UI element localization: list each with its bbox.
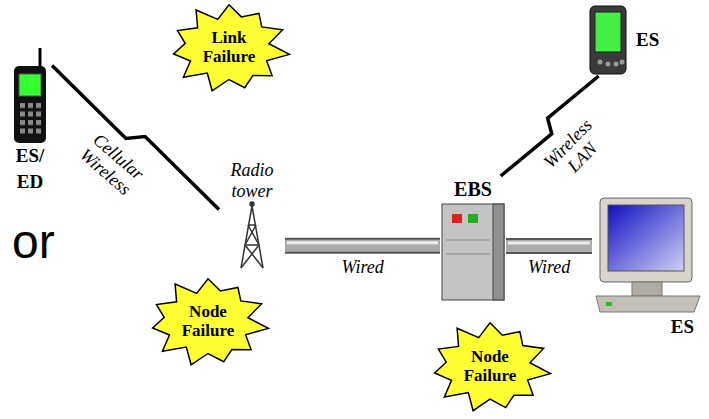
node-label: ES/ ED <box>8 143 52 194</box>
starburst-outline <box>435 323 551 411</box>
link-label: Wireless LAN <box>535 110 616 191</box>
cable-highlight <box>287 241 438 244</box>
node-label: EBS <box>454 176 492 202</box>
computer-node: ES <box>592 196 704 340</box>
node-label: ES <box>671 314 704 340</box>
link-label: Wired <box>342 258 384 278</box>
icon-area <box>588 4 628 76</box>
icon-area <box>219 204 285 270</box>
pda-node: ES <box>588 4 659 76</box>
starburst-text: Link Failure <box>199 29 259 66</box>
cell-phone-icon <box>14 48 46 143</box>
failure-label: Node Failure <box>460 348 520 385</box>
starburst-outline <box>174 5 290 91</box>
failure-burst: Node Failure <box>428 320 552 414</box>
cable-body <box>506 240 592 252</box>
node-label: Radio tower <box>219 160 285 204</box>
failure-label: Link Failure <box>199 29 259 66</box>
failure-burst: Link Failure <box>167 2 291 94</box>
edge-group <box>52 66 599 247</box>
wireless-bolt <box>52 66 219 210</box>
phone-body <box>14 66 46 143</box>
pda-icon <box>590 6 626 74</box>
radio-tower-icon <box>241 202 263 268</box>
phone-keypad <box>19 102 43 136</box>
wired-link <box>506 243 592 246</box>
radio-tower-node: Radio tower <box>219 160 285 270</box>
failure-label: Node Failure <box>178 303 238 340</box>
cable-body <box>285 240 440 252</box>
cable-outline <box>285 238 440 254</box>
starburst-text: Node Failure <box>460 348 520 385</box>
phone-screen <box>19 74 41 96</box>
cable-highlight <box>508 242 590 245</box>
starburst-outline <box>153 279 269 365</box>
node-label: ES <box>636 27 659 53</box>
cellular-link <box>52 66 219 210</box>
link-label: Cellular Wireless <box>71 125 154 204</box>
cable-outline <box>506 238 592 254</box>
link-label: Wired <box>528 258 570 278</box>
computer-icon <box>596 198 700 312</box>
failure-burst: Node Failure <box>146 276 270 368</box>
slide-fragment-text: or <box>12 218 55 266</box>
base-station-node: EBS <box>440 176 506 302</box>
icon-area <box>592 196 704 314</box>
server-icon <box>442 204 504 300</box>
icon-area <box>440 202 506 302</box>
cell-phone-node: ES/ ED <box>8 48 52 194</box>
icon-area <box>8 48 52 143</box>
wired-link <box>285 243 440 246</box>
starburst-text: Node Failure <box>178 303 238 340</box>
